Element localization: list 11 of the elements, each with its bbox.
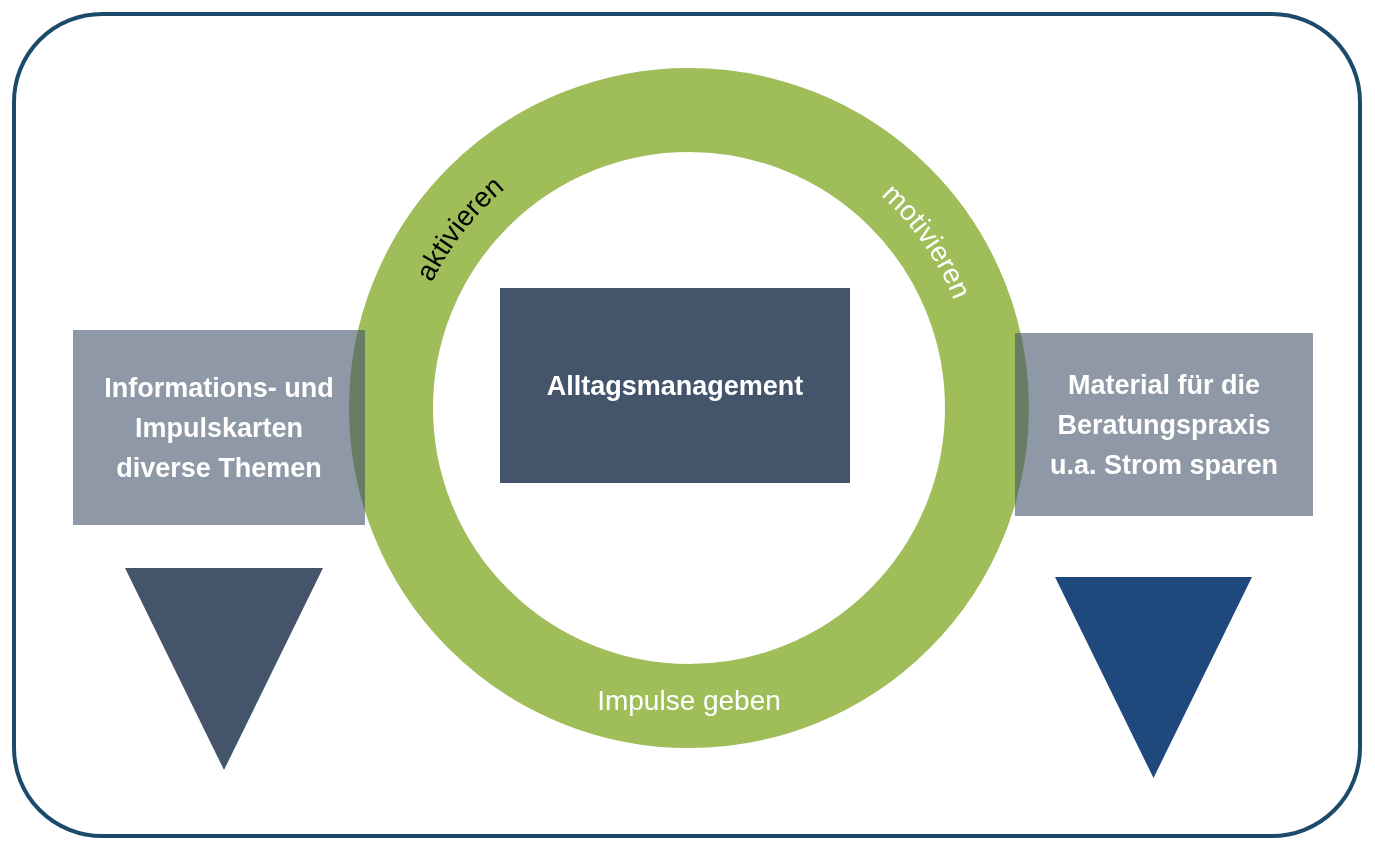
side-box xyxy=(1015,333,1313,516)
center-box xyxy=(500,288,850,483)
side-box xyxy=(73,330,365,525)
triangle-shape xyxy=(125,568,323,770)
triangle-shape xyxy=(1055,577,1252,778)
box-label: Informations- und Impulskarten diverse Themen xyxy=(103,371,335,485)
box-label: Material für die Beratungspraxis u.a. Strom sparen xyxy=(1048,368,1280,482)
ring xyxy=(349,68,1029,748)
box-label: Alltagsmanagement xyxy=(546,369,804,403)
rounded-frame xyxy=(12,12,1362,838)
ring-label: Impulse geben xyxy=(597,685,781,716)
